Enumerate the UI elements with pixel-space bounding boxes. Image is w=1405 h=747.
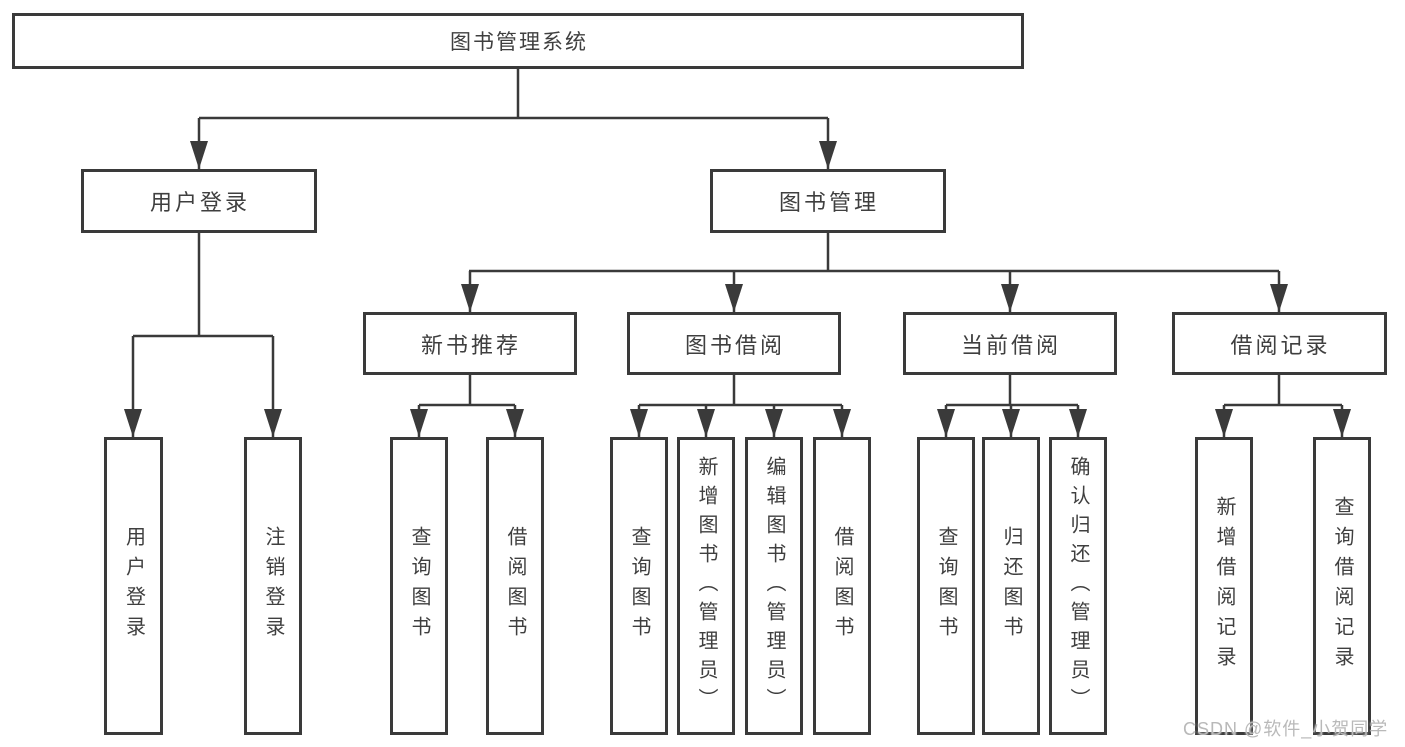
node-label: 注销登录 (262, 526, 284, 646)
node-label: 借阅图书 (504, 526, 526, 646)
node-label: 借阅图书 (831, 526, 853, 646)
node-leaf-confirm-return-admin: 确认归还（管理员） (1049, 437, 1107, 735)
node-current-borrow: 当前借阅 (903, 312, 1117, 375)
node-label: 图书借阅 (684, 332, 785, 358)
node-leaf-add-book-admin: 新增图书（管理员） (677, 437, 735, 735)
branch-rails (133, 69, 1342, 407)
node-label: 新增图书（管理员） (695, 455, 717, 717)
node-label: 查询图书 (408, 526, 430, 646)
node-leaf-logout: 注销登录 (244, 437, 302, 735)
node-label: 图书管理系统 (450, 31, 588, 54)
node-label: 编辑图书（管理员） (763, 455, 785, 717)
node-label: 查询图书 (935, 526, 957, 646)
node-book-mgmt: 图书管理 (710, 169, 946, 233)
node-leaf-borrow-book-1: 借阅图书 (486, 437, 544, 735)
node-label: 查询图书 (628, 526, 650, 646)
node-label: 查询借阅记录 (1331, 496, 1353, 676)
node-book-borrow: 图书借阅 (627, 312, 841, 375)
node-label: 图书管理 (778, 190, 879, 215)
node-leaf-add-borrow-record: 新增借阅记录 (1195, 437, 1253, 735)
node-leaf-return-book: 归还图书 (982, 437, 1040, 735)
node-user-login: 用户登录 (81, 169, 317, 233)
node-label: 用户登录 (122, 526, 145, 646)
node-label: 用户登录 (149, 190, 250, 215)
node-leaf-query-book-2: 查询图书 (610, 437, 668, 735)
node-label: 新增借阅记录 (1213, 496, 1235, 676)
node-root: 图书管理系统 (12, 13, 1024, 69)
node-leaf-edit-book-admin: 编辑图书（管理员） (745, 437, 803, 735)
node-label: 当前借阅 (960, 332, 1061, 358)
node-leaf-borrow-book-2: 借阅图书 (813, 437, 871, 735)
node-label: 借阅记录 (1230, 332, 1331, 358)
node-leaf-user-login: 用户登录 (104, 437, 163, 735)
node-leaf-query-book-1: 查询图书 (390, 437, 448, 735)
node-label: 归还图书 (1000, 526, 1022, 646)
node-new-book-rec: 新书推荐 (363, 312, 577, 375)
node-label: 确认归还（管理员） (1067, 455, 1089, 717)
watermark: CSDN @软件_小贺同学 (1183, 719, 1389, 739)
node-borrow-record: 借阅记录 (1172, 312, 1387, 375)
node-leaf-query-borrow-record: 查询借阅记录 (1313, 437, 1371, 735)
node-label: 新书推荐 (420, 332, 521, 358)
node-leaf-query-book-3: 查询图书 (917, 437, 975, 735)
